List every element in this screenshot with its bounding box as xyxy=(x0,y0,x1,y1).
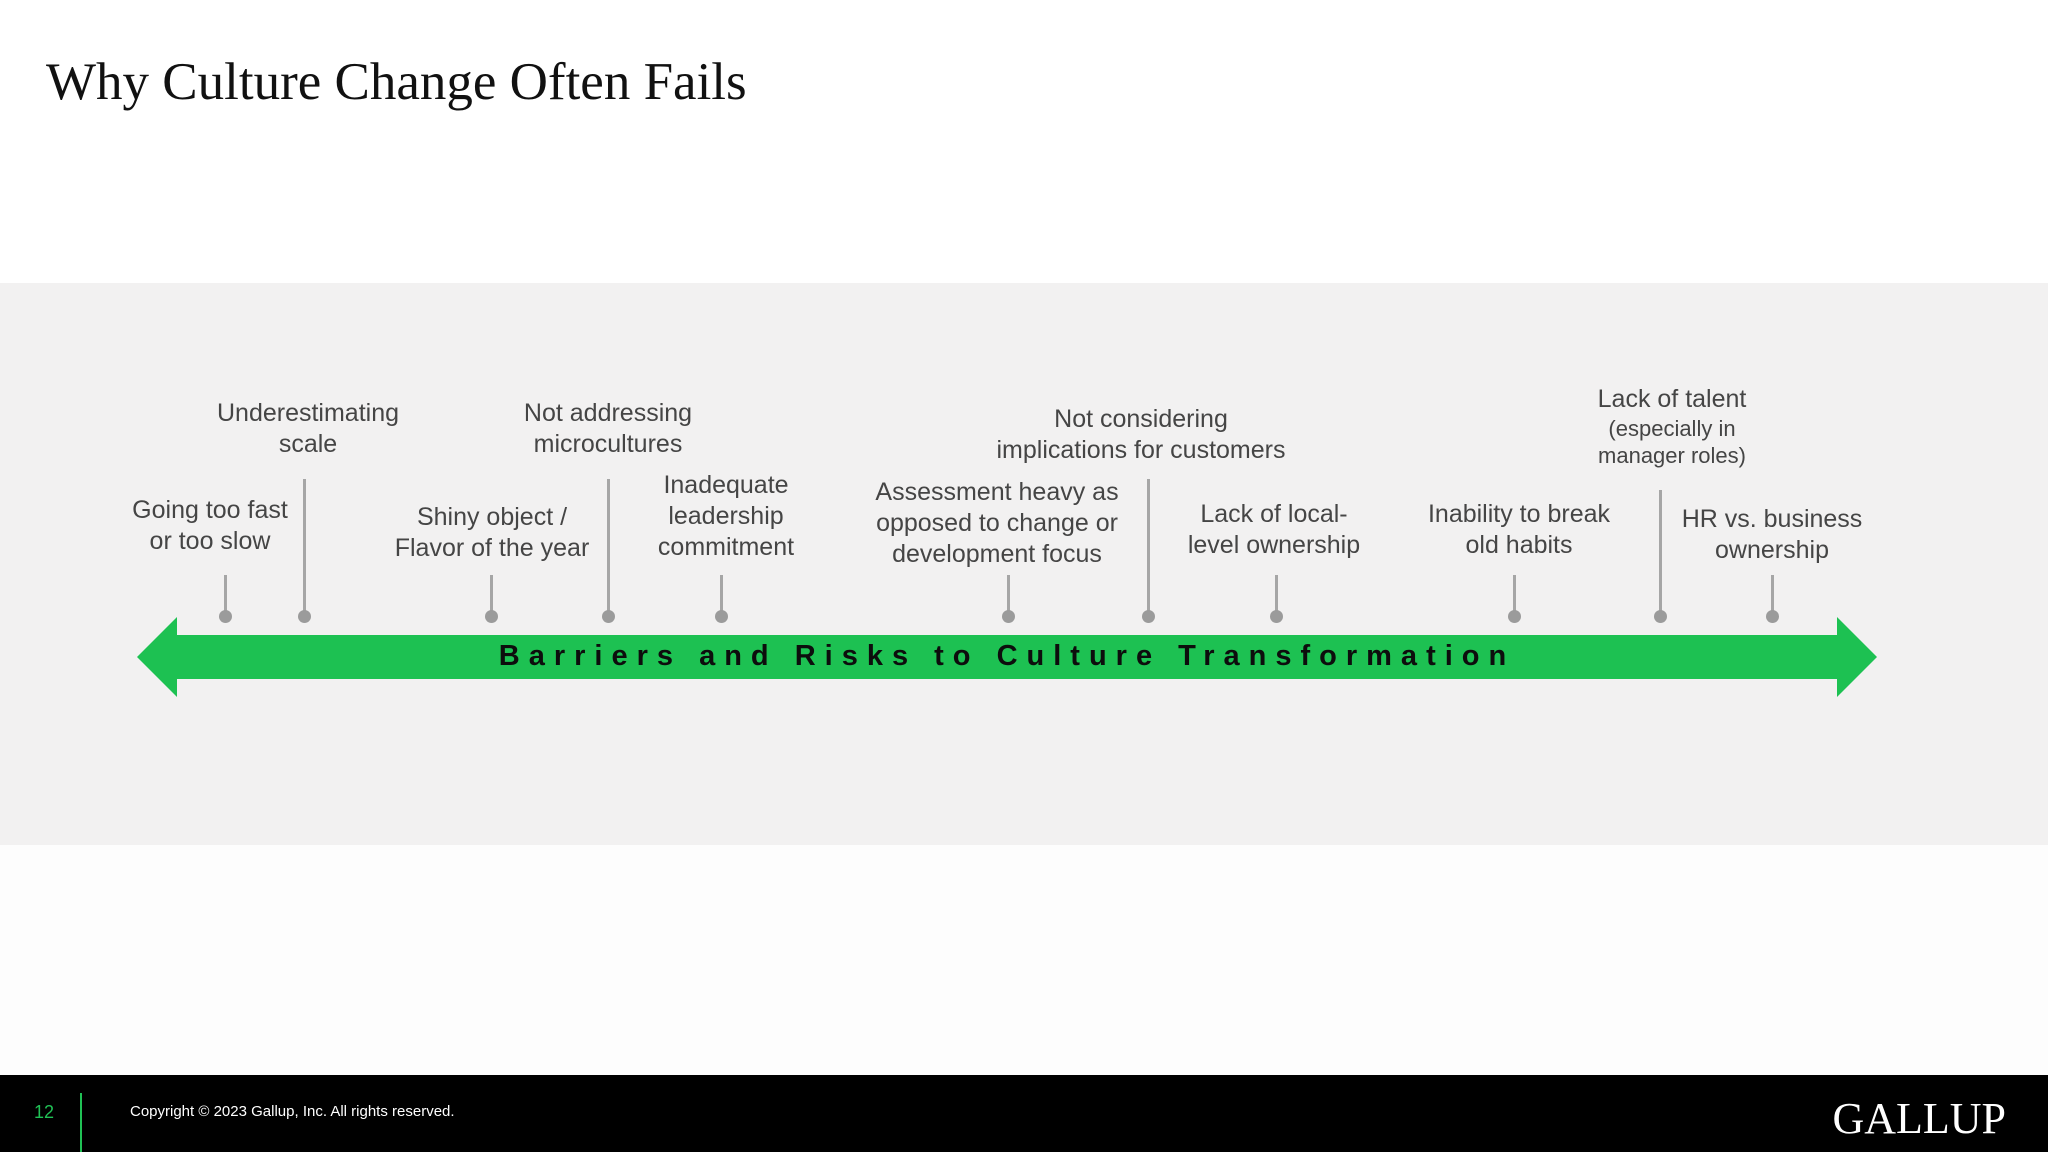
arrow-label: Barriers and Risks to Culture Transforma… xyxy=(498,640,1516,672)
lower-panel xyxy=(0,845,2048,1075)
double-arrow xyxy=(137,617,1877,697)
diagram-background xyxy=(0,283,2048,845)
footer-bar: 12 Copyright © 2023 Gallup, Inc. All rig… xyxy=(0,1075,2048,1152)
copyright-text: Copyright © 2023 Gallup, Inc. All rights… xyxy=(130,1103,455,1120)
slide-title: Why Culture Change Often Fails xyxy=(46,53,747,111)
page-number: 12 xyxy=(34,1102,55,1122)
footer-divider xyxy=(80,1093,82,1152)
gallup-logo: GALLUP xyxy=(1832,1094,2006,1143)
